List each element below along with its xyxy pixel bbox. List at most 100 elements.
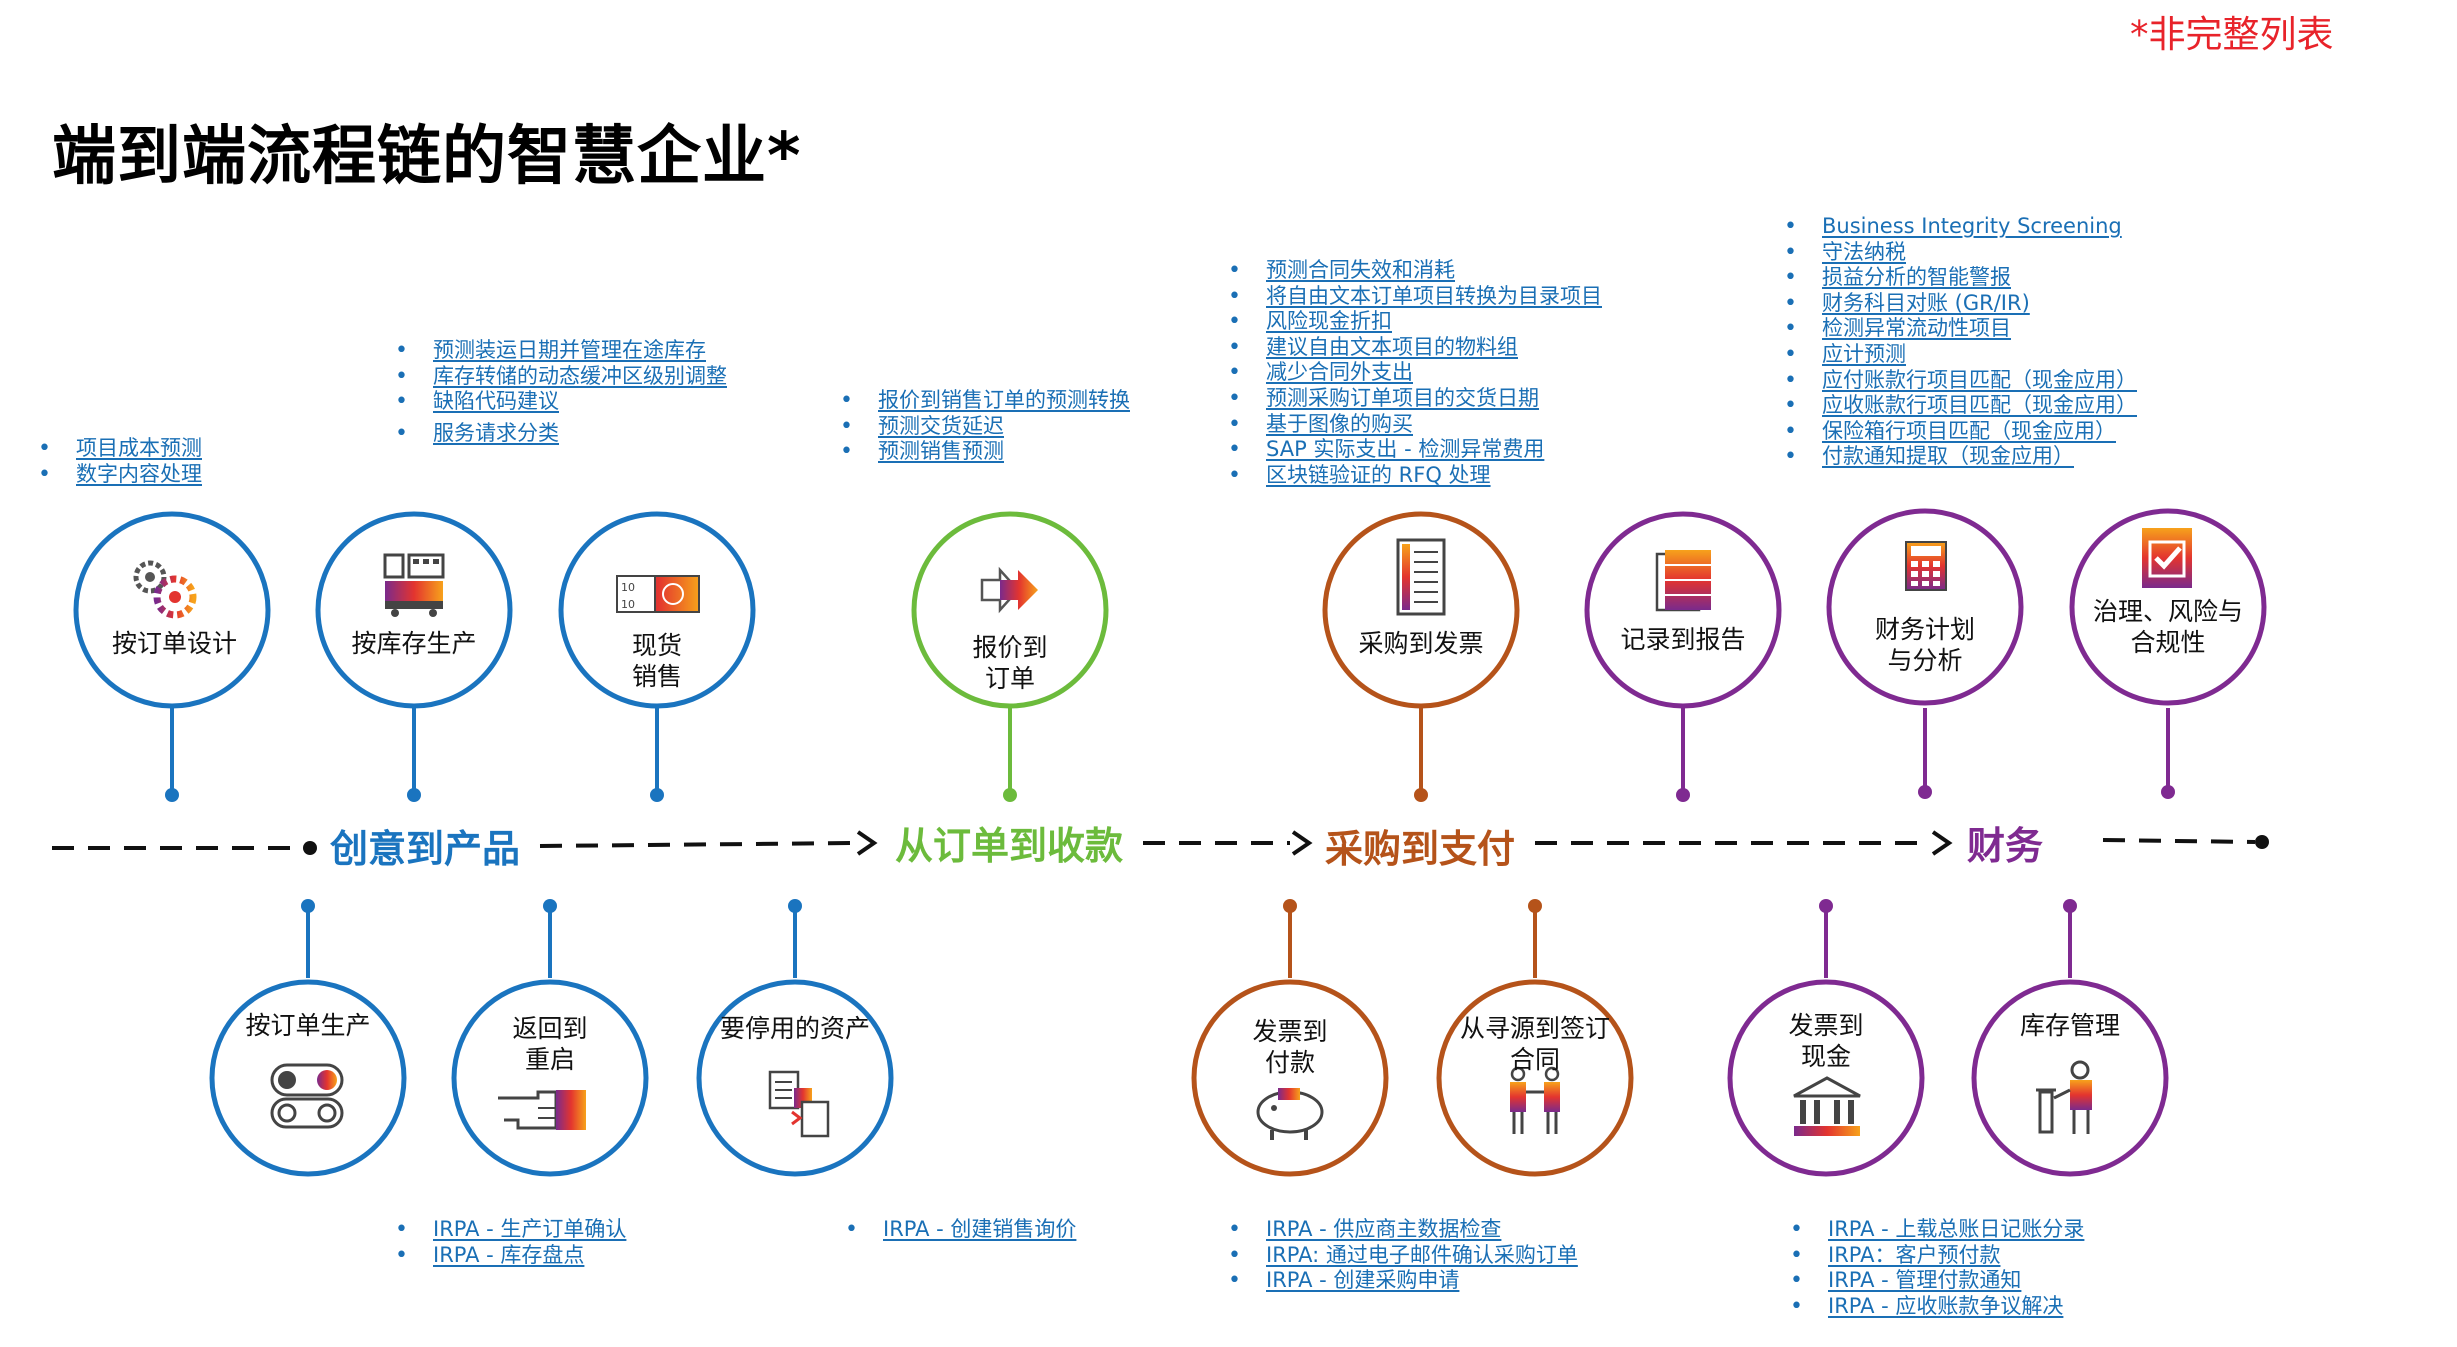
worker-desk-icon: [2036, 1060, 2092, 1134]
list-item[interactable]: •Business Integrity Screening: [1784, 214, 2122, 239]
invoice-icon: [1396, 538, 1446, 616]
page-title: 端到端流程链的智慧企业*: [52, 120, 802, 194]
bottom-circle-source-to-contract: [1436, 899, 1634, 1177]
circle-label-invoice-to-cash: 发票到 现金: [1788, 1011, 1864, 1071]
circle-label-invoice-to-pay: 发票到 付款: [1252, 1017, 1328, 1077]
circle-label-source-to-contract: 从寻源到签订 合同: [1459, 1014, 1610, 1074]
banknote-icon: 10 10: [616, 575, 700, 613]
incomplete-list-note: *非完整列表: [2130, 13, 2334, 56]
circle-label-spot-sales: 现货 销售: [631, 631, 682, 691]
bottom-list-manufacturing: •IRPA - 生产订单确认 •IRPA - 库存盘点: [395, 1217, 626, 1268]
list-item[interactable]: •SAP 实际支出 - 检测异常费用: [1228, 437, 1545, 463]
calculator-icon: [1905, 541, 1947, 591]
list-item[interactable]: •预测装运日期并管理在途库存: [395, 338, 706, 363]
circle-label-design-to-order: 按订单设计: [112, 629, 238, 658]
top-circle-quote-to-order: [911, 511, 1109, 802]
bank-building-icon: [1793, 1076, 1861, 1136]
list-item[interactable]: •付款通知提取（现金应用）: [1784, 444, 2074, 470]
top-circle-purchase-to-invoice: [1322, 511, 1520, 802]
list-item[interactable]: •应计预测: [1784, 341, 1906, 367]
conveyor-icon: [270, 1063, 344, 1129]
timeline: [52, 838, 2256, 850]
list-item[interactable]: •IRPA - 库存盘点: [395, 1242, 585, 1268]
list-item[interactable]: •建议自由文本项目的物料组: [1228, 334, 1518, 360]
circle-label-purchase-to-invoice: 采购到发票: [1358, 629, 1484, 658]
top-list-design-to-order: •项目成本预测 •数字内容处理: [38, 436, 202, 487]
top-circle-design-to-order: [73, 511, 271, 802]
svg-text:10: 10: [621, 598, 635, 611]
list-item[interactable]: •IRPA - 上载总账日记账分录: [1790, 1217, 2085, 1242]
timeline-dot-end: [2255, 835, 2269, 849]
top-circle-governance: [2069, 508, 2267, 799]
hand-point-icon: [498, 1090, 586, 1130]
circle-label-inventory-management: 库存管理: [2019, 1011, 2120, 1040]
list-item[interactable]: •风险现金折扣: [1228, 309, 1392, 335]
piggy-bank-icon: [1256, 1088, 1324, 1140]
checkbox-icon: [2142, 528, 2192, 588]
stage-label-procure-to-pay: 采购到支付: [1325, 827, 1516, 871]
list-item[interactable]: •IRPA - 供应商主数据检查: [1228, 1217, 1502, 1242]
top-list-finance: •Business Integrity Screening •守法纳税 •损益分…: [1784, 214, 2137, 470]
top-list-procure-to-pay: •预测合同失效和消耗 •将自由文本订单项目转换为目录项目 •风险现金折扣 •建议…: [1228, 258, 1602, 488]
list-item[interactable]: •IRPA - 管理付款通知: [1790, 1268, 2022, 1294]
timeline-arrow-3: [1931, 830, 1953, 856]
gears-icon: [133, 560, 197, 619]
list-item[interactable]: •预测合同失效和消耗: [1228, 258, 1455, 283]
timeline-arrow-2: [1291, 830, 1313, 856]
timeline-segment-2: [539, 841, 856, 848]
list-item[interactable]: •预测交货延迟: [840, 413, 1004, 439]
stage-label-idea-to-product: 创意到产品: [330, 827, 521, 871]
list-item[interactable]: •IRPA - 生产订单确认: [395, 1217, 627, 1242]
list-item[interactable]: •IRPA - 创建销售询价: [845, 1217, 1077, 1242]
list-item[interactable]: •数字内容处理: [38, 461, 202, 487]
list-item[interactable]: •减少合同外支出: [1228, 360, 1413, 386]
list-item[interactable]: •项目成本预测: [38, 436, 202, 461]
list-item[interactable]: •服务请求分类: [395, 420, 559, 446]
list-item[interactable]: •区块链验证的 RFQ 处理: [1228, 462, 1491, 488]
top-circle-record-to-report: [1584, 511, 1782, 802]
list-item[interactable]: •检测异常流动性项目: [1784, 316, 2011, 342]
list-item[interactable]: •库存转储的动态缓冲区级别调整: [395, 363, 727, 389]
timeline-dot-start: [303, 841, 317, 855]
bottom-circle-return-to-restart: [451, 899, 649, 1177]
list-item[interactable]: •基于图像的购买: [1228, 411, 1413, 437]
list-item[interactable]: •保险箱行项目匹配（现金应用）: [1784, 418, 2116, 444]
bottom-list-sales: •IRPA - 创建销售询价: [845, 1217, 1076, 1243]
bottom-circle-invoice-to-pay: [1191, 899, 1389, 1177]
list-item[interactable]: •IRPA - 应收账款争议解决: [1790, 1293, 2064, 1319]
list-item[interactable]: •应付账款行项目匹配（现金应用）: [1784, 367, 2137, 393]
top-circle-make-to-stock: [315, 511, 513, 802]
bottom-circle-make-to-order: [209, 899, 407, 1177]
list-item[interactable]: •损益分析的智能警报: [1784, 265, 2011, 291]
list-item[interactable]: •IRPA - 创建采购申请: [1228, 1268, 1460, 1294]
circle-label-quote-to-order: 报价到 订单: [972, 633, 1048, 693]
top-circle-spot-sales: 10 10: [558, 511, 756, 802]
list-item[interactable]: •预测销售预测: [840, 439, 1004, 465]
bottom-list-procurement: •IRPA - 供应商主数据检查 •IRPA: 通过电子邮件确认采购订单 •IR…: [1228, 1217, 1578, 1294]
circle-label-record-to-report: 记录到报告: [1620, 625, 1746, 654]
list-item[interactable]: •财务科目对账 (GR/IR): [1784, 290, 2030, 316]
list-item[interactable]: •IRPA: 通过电子邮件确认采购订单: [1228, 1242, 1578, 1268]
timeline-arrow-1: [856, 830, 878, 856]
bottom-circle-assets-to-retire: [696, 899, 894, 1177]
bottom-circle-inventory-management: [1971, 899, 2169, 1177]
list-item[interactable]: •报价到销售订单的预测转换: [840, 388, 1130, 413]
list-item[interactable]: •守法纳税: [1784, 239, 1906, 265]
list-item[interactable]: •将自由文本订单项目转换为目录项目: [1228, 283, 1602, 309]
list-item[interactable]: •应收账款行项目匹配（现金应用）: [1784, 393, 2137, 419]
stage-label-order-to-cash: 从订单到收款: [895, 824, 1124, 868]
factory-icon: [383, 553, 445, 617]
circle-label-return-to-restart: 返回到 重启: [512, 1014, 588, 1074]
list-item[interactable]: •缺陷代码建议: [395, 389, 559, 415]
arrow-forward-icon: [980, 566, 1038, 614]
top-list-make-to-stock: •预测装运日期并管理在途库存 •库存转储的动态缓冲区级别调整 •缺陷代码建议 •…: [395, 338, 727, 446]
list-item[interactable]: •预测采购订单项目的交货日期: [1228, 385, 1539, 411]
list-item[interactable]: •IRPA：客户预付款: [1790, 1242, 2001, 1268]
stage-label-finance: 财务: [1967, 824, 2044, 868]
timeline-segment-5: [2102, 838, 2256, 844]
bottom-circle-invoice-to-cash: [1727, 899, 1925, 1177]
handshake-icon: [1510, 1066, 1560, 1134]
report-stack-icon: [1655, 550, 1711, 612]
top-circle-financial-planning: [1826, 508, 2024, 799]
